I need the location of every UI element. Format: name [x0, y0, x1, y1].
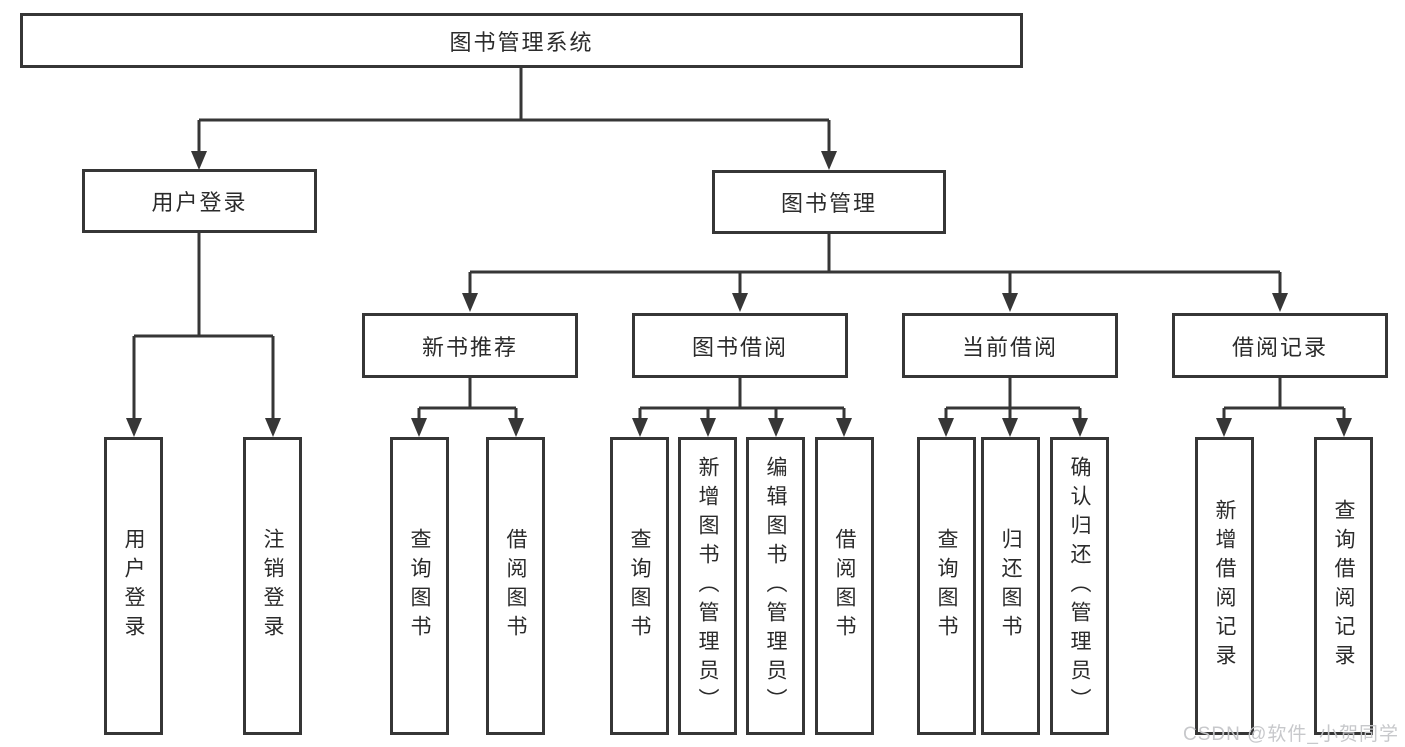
- node-label: 确认归还（管理员）: [1068, 455, 1091, 717]
- node-label: 借阅记录: [1231, 334, 1328, 360]
- leaf-logout-login: 注销登录: [243, 437, 302, 735]
- arrowhead: [632, 418, 648, 437]
- connector-bookborrow-to-leaves: [632, 378, 852, 437]
- leaf-user-login: 用户登录: [104, 437, 163, 735]
- connector-userlogin-to-leaves: [126, 233, 281, 437]
- node-label: 新书推荐: [421, 334, 518, 360]
- leaf-borrow-borrow-books: 借阅图书: [815, 437, 874, 735]
- arrowhead: [191, 151, 207, 170]
- arrowhead: [1002, 418, 1018, 437]
- node-label: 用户登录: [122, 528, 145, 644]
- node-label: 借阅图书: [504, 528, 527, 644]
- node-label: 查询图书: [408, 528, 431, 644]
- node-user-login: 用户登录: [82, 169, 317, 233]
- connector-root-to-level2: [191, 68, 837, 170]
- csdn-watermark: CSDN @软件_小贺同学: [1183, 724, 1399, 745]
- arrowhead: [265, 418, 281, 437]
- node-label: 编辑图书（管理员）: [764, 455, 787, 717]
- arrowhead: [411, 418, 427, 437]
- connector-bookmgmt-to-level3: [462, 234, 1288, 312]
- node-label: 新增借阅记录: [1213, 499, 1236, 673]
- node-label: 借阅图书: [833, 528, 856, 644]
- arrowhead: [732, 293, 748, 312]
- node-label: 图书管理系统: [449, 29, 594, 55]
- leaf-newbook-borrow-books: 借阅图书: [486, 437, 545, 735]
- connector-newbook-to-leaves: [411, 378, 524, 437]
- leaf-newbook-query-books: 查询图书: [390, 437, 449, 735]
- node-label: 图书借阅: [691, 334, 788, 360]
- arrowhead: [700, 418, 716, 437]
- arrowhead: [1336, 418, 1352, 437]
- node-borrow-records: 借阅记录: [1172, 313, 1388, 378]
- leaf-current-confirm-return-admin: 确认归还（管理员）: [1050, 437, 1109, 735]
- leaf-borrow-edit-books-admin: 编辑图书（管理员）: [746, 437, 805, 735]
- arrowhead: [1072, 418, 1088, 437]
- node-label: 注销登录: [261, 528, 284, 644]
- node-book-management: 图书管理: [712, 170, 946, 234]
- arrowhead: [938, 418, 954, 437]
- node-label: 归还图书: [999, 528, 1022, 644]
- leaf-current-query-books: 查询图书: [917, 437, 976, 735]
- node-label: 查询图书: [628, 528, 651, 644]
- connector-records-to-leaves: [1216, 378, 1352, 437]
- node-label: 查询借阅记录: [1332, 499, 1355, 673]
- node-label: 用户登录: [151, 190, 248, 215]
- arrowhead: [768, 418, 784, 437]
- node-book-borrow: 图书借阅: [632, 313, 848, 378]
- arrowhead: [1002, 293, 1018, 312]
- connector-currentborrow-to-leaves: [938, 378, 1088, 437]
- leaf-current-return-books: 归还图书: [981, 437, 1040, 735]
- arrowhead: [1216, 418, 1232, 437]
- leaf-borrow-add-books-admin: 新增图书（管理员）: [678, 437, 737, 735]
- node-library-management-system: 图书管理系统: [20, 13, 1023, 68]
- leaf-borrow-query-books: 查询图书: [610, 437, 669, 735]
- node-label: 新增图书（管理员）: [696, 455, 719, 717]
- leaf-records-query-borrow-record: 查询借阅记录: [1314, 437, 1373, 735]
- arrowhead: [821, 151, 837, 170]
- leaf-records-add-borrow-record: 新增借阅记录: [1195, 437, 1254, 735]
- node-current-borrow: 当前借阅: [902, 313, 1118, 378]
- node-label: 图书管理: [780, 191, 877, 216]
- arrowhead: [836, 418, 852, 437]
- node-new-book-recommend: 新书推荐: [362, 313, 578, 378]
- arrowhead: [1272, 293, 1288, 312]
- arrowhead: [126, 418, 142, 437]
- node-label: 查询图书: [935, 528, 958, 644]
- arrowhead: [462, 293, 478, 312]
- arrowhead: [508, 418, 524, 437]
- node-label: 当前借阅: [961, 334, 1058, 360]
